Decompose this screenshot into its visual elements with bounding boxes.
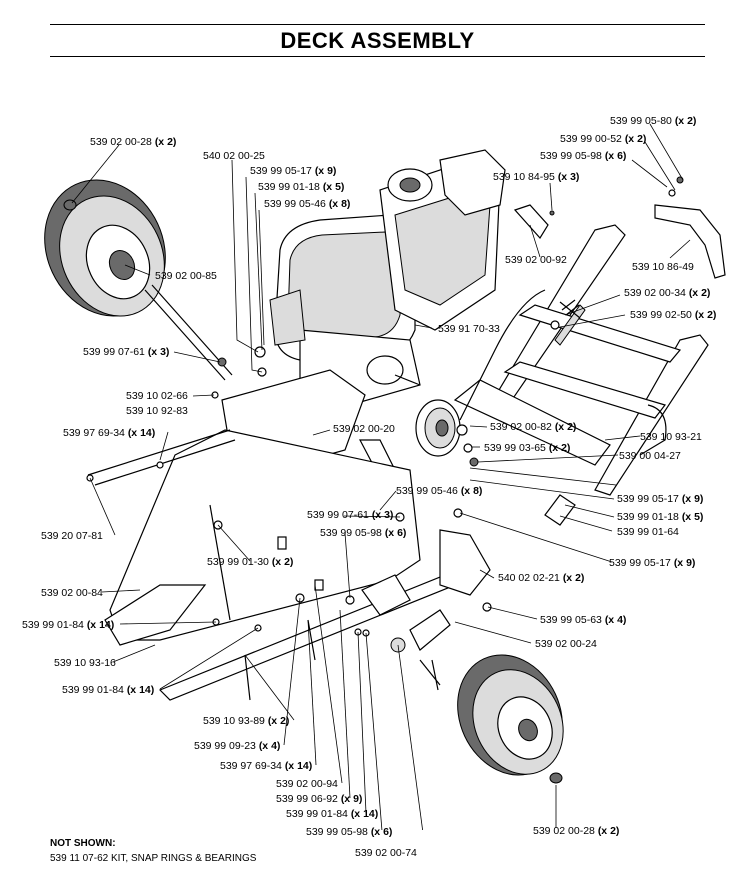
not-shown-heading: NOT SHOWN: (50, 838, 116, 849)
leader-lines (71, 123, 691, 830)
not-shown-note: NOT SHOWN: 539 11 07-62 KIT, SNAP RINGS … (50, 838, 256, 864)
callout-l7: 539 99 01-18 (x 5) (258, 181, 344, 193)
callout-l15: 539 91 70-33 (438, 323, 500, 335)
callout-l2: 539 99 00-52 (x 2) (560, 133, 646, 145)
page-title: DECK ASSEMBLY (280, 28, 475, 53)
parts-illustration (44, 149, 726, 784)
title-underline (50, 56, 705, 57)
callout-l43: 539 97 69-34 (x 14) (220, 760, 312, 772)
callout-l39: 539 02 00-24 (535, 638, 597, 650)
callout-l20: 539 97 69-34 (x 14) (63, 427, 155, 439)
part-number: 539 99 05-98 (306, 826, 368, 838)
right-wheel (457, 654, 564, 784)
callout-l9: 539 10 84-95 (x 3) (493, 171, 579, 183)
callout-l44: 539 02 00-94 (276, 778, 338, 790)
top-rule (50, 24, 705, 25)
callout-l10: 539 02 00-92 (505, 254, 567, 266)
callout-l28: 539 99 07-61 (x 3) (307, 509, 393, 521)
callout-l5: 540 02 00-25 (203, 150, 265, 162)
callout-l22: 539 99 03-65 (x 2) (484, 442, 570, 454)
exploded-diagram: 539 99 05-80 (x 2) 539 99 00-52 (x 2) 53… (22, 115, 726, 830)
left-wheel (44, 179, 166, 317)
callout-l21: 539 02 00-20 (333, 423, 395, 435)
callout-l26: 539 99 05-17 (x 9) (617, 493, 703, 505)
not-shown-item: 539 11 07-62 KIT, SNAP RINGS & BEARINGS (50, 853, 257, 864)
callout-l30: 539 99 05-98 (x 6) (320, 527, 406, 539)
callout-l17: 539 10 02-66 (126, 390, 188, 402)
callout-l37: 539 99 05-63 (x 4) (540, 614, 626, 626)
callout-l32: 539 99 01-30 (x 2) (207, 556, 293, 568)
callout-l41: 539 10 93-89 (x 2) (203, 715, 289, 727)
callout-l33: 539 99 05-17 (x 9) (609, 557, 695, 569)
part-number: 539 02 00-28 (533, 825, 595, 837)
callout-l29: 539 99 01-18 (x 5) (617, 511, 703, 523)
callout-l13: 539 02 00-34 (x 2) (624, 287, 710, 299)
callout-l48: 539 02 00-28 (x 2) (533, 825, 619, 837)
callout-l11: 539 02 00-85 (155, 270, 217, 282)
callout-l23: 539 10 93-21 (640, 431, 702, 443)
blade-assembly (361, 529, 491, 686)
callout-l27: 539 20 07-81 (41, 530, 103, 542)
axle-rod (144, 284, 233, 381)
callout-l49: 539 02 00-74 (355, 847, 417, 859)
callout-l36: 539 99 01-84 (x 14) (22, 619, 114, 631)
callout-l24: 539 00 04-27 (619, 450, 681, 462)
callout-l16: 539 99 07-61 (x 3) (83, 346, 169, 358)
small-bracket (513, 204, 549, 240)
part-number: 539 02 00-74 (355, 847, 417, 859)
callout-l6: 539 99 05-17 (x 9) (250, 165, 336, 177)
right-bracket (654, 204, 726, 279)
callout-l35: 540 02 02-21 (x 2) (498, 572, 584, 584)
pulley (415, 399, 479, 467)
callout-labels: 539 99 05-80 (x 2) 539 99 00-52 (x 2) 53… (22, 115, 716, 820)
callout-l34: 539 02 00-84 (41, 587, 103, 599)
callout-l45: 539 99 06-92 (x 9) (276, 793, 362, 805)
callout-l8: 539 99 05-46 (x 8) (264, 198, 350, 210)
quantity: (x 6) (370, 826, 393, 838)
callout-l18: 539 10 92-83 (126, 405, 188, 417)
callout-l14: 539 99 02-50 (x 2) (630, 309, 716, 321)
engine (269, 149, 506, 406)
handle-frame (453, 224, 709, 496)
callout-l47: 539 99 05-98 (x 6) (306, 826, 392, 838)
bottom-callouts: 539 99 05-98 (x 6) 539 02 00-28 (x 2) 53… (0, 825, 750, 865)
callout-l31: 539 99 01-64 (617, 526, 679, 538)
callout-l40: 539 99 01-84 (x 14) (62, 684, 154, 696)
callout-l42: 539 99 09-23 (x 4) (194, 740, 280, 752)
callout-l12: 539 10 86-49 (632, 261, 694, 273)
callout-l4: 539 02 00-28 (x 2) (90, 136, 176, 148)
callout-l38: 539 10 93-16 (54, 657, 116, 669)
callout-l25: 539 99 05-46 (x 8) (396, 485, 482, 497)
quantity: (x 2) (597, 825, 620, 837)
callout-l1: 539 99 05-80 (x 2) (610, 115, 696, 127)
callout-l3: 539 99 05-98 (x 6) (540, 150, 626, 162)
callout-l19: 539 02 00-82 (x 2) (490, 421, 576, 433)
callout-l46: 539 99 01-84 (x 14) (286, 808, 378, 820)
